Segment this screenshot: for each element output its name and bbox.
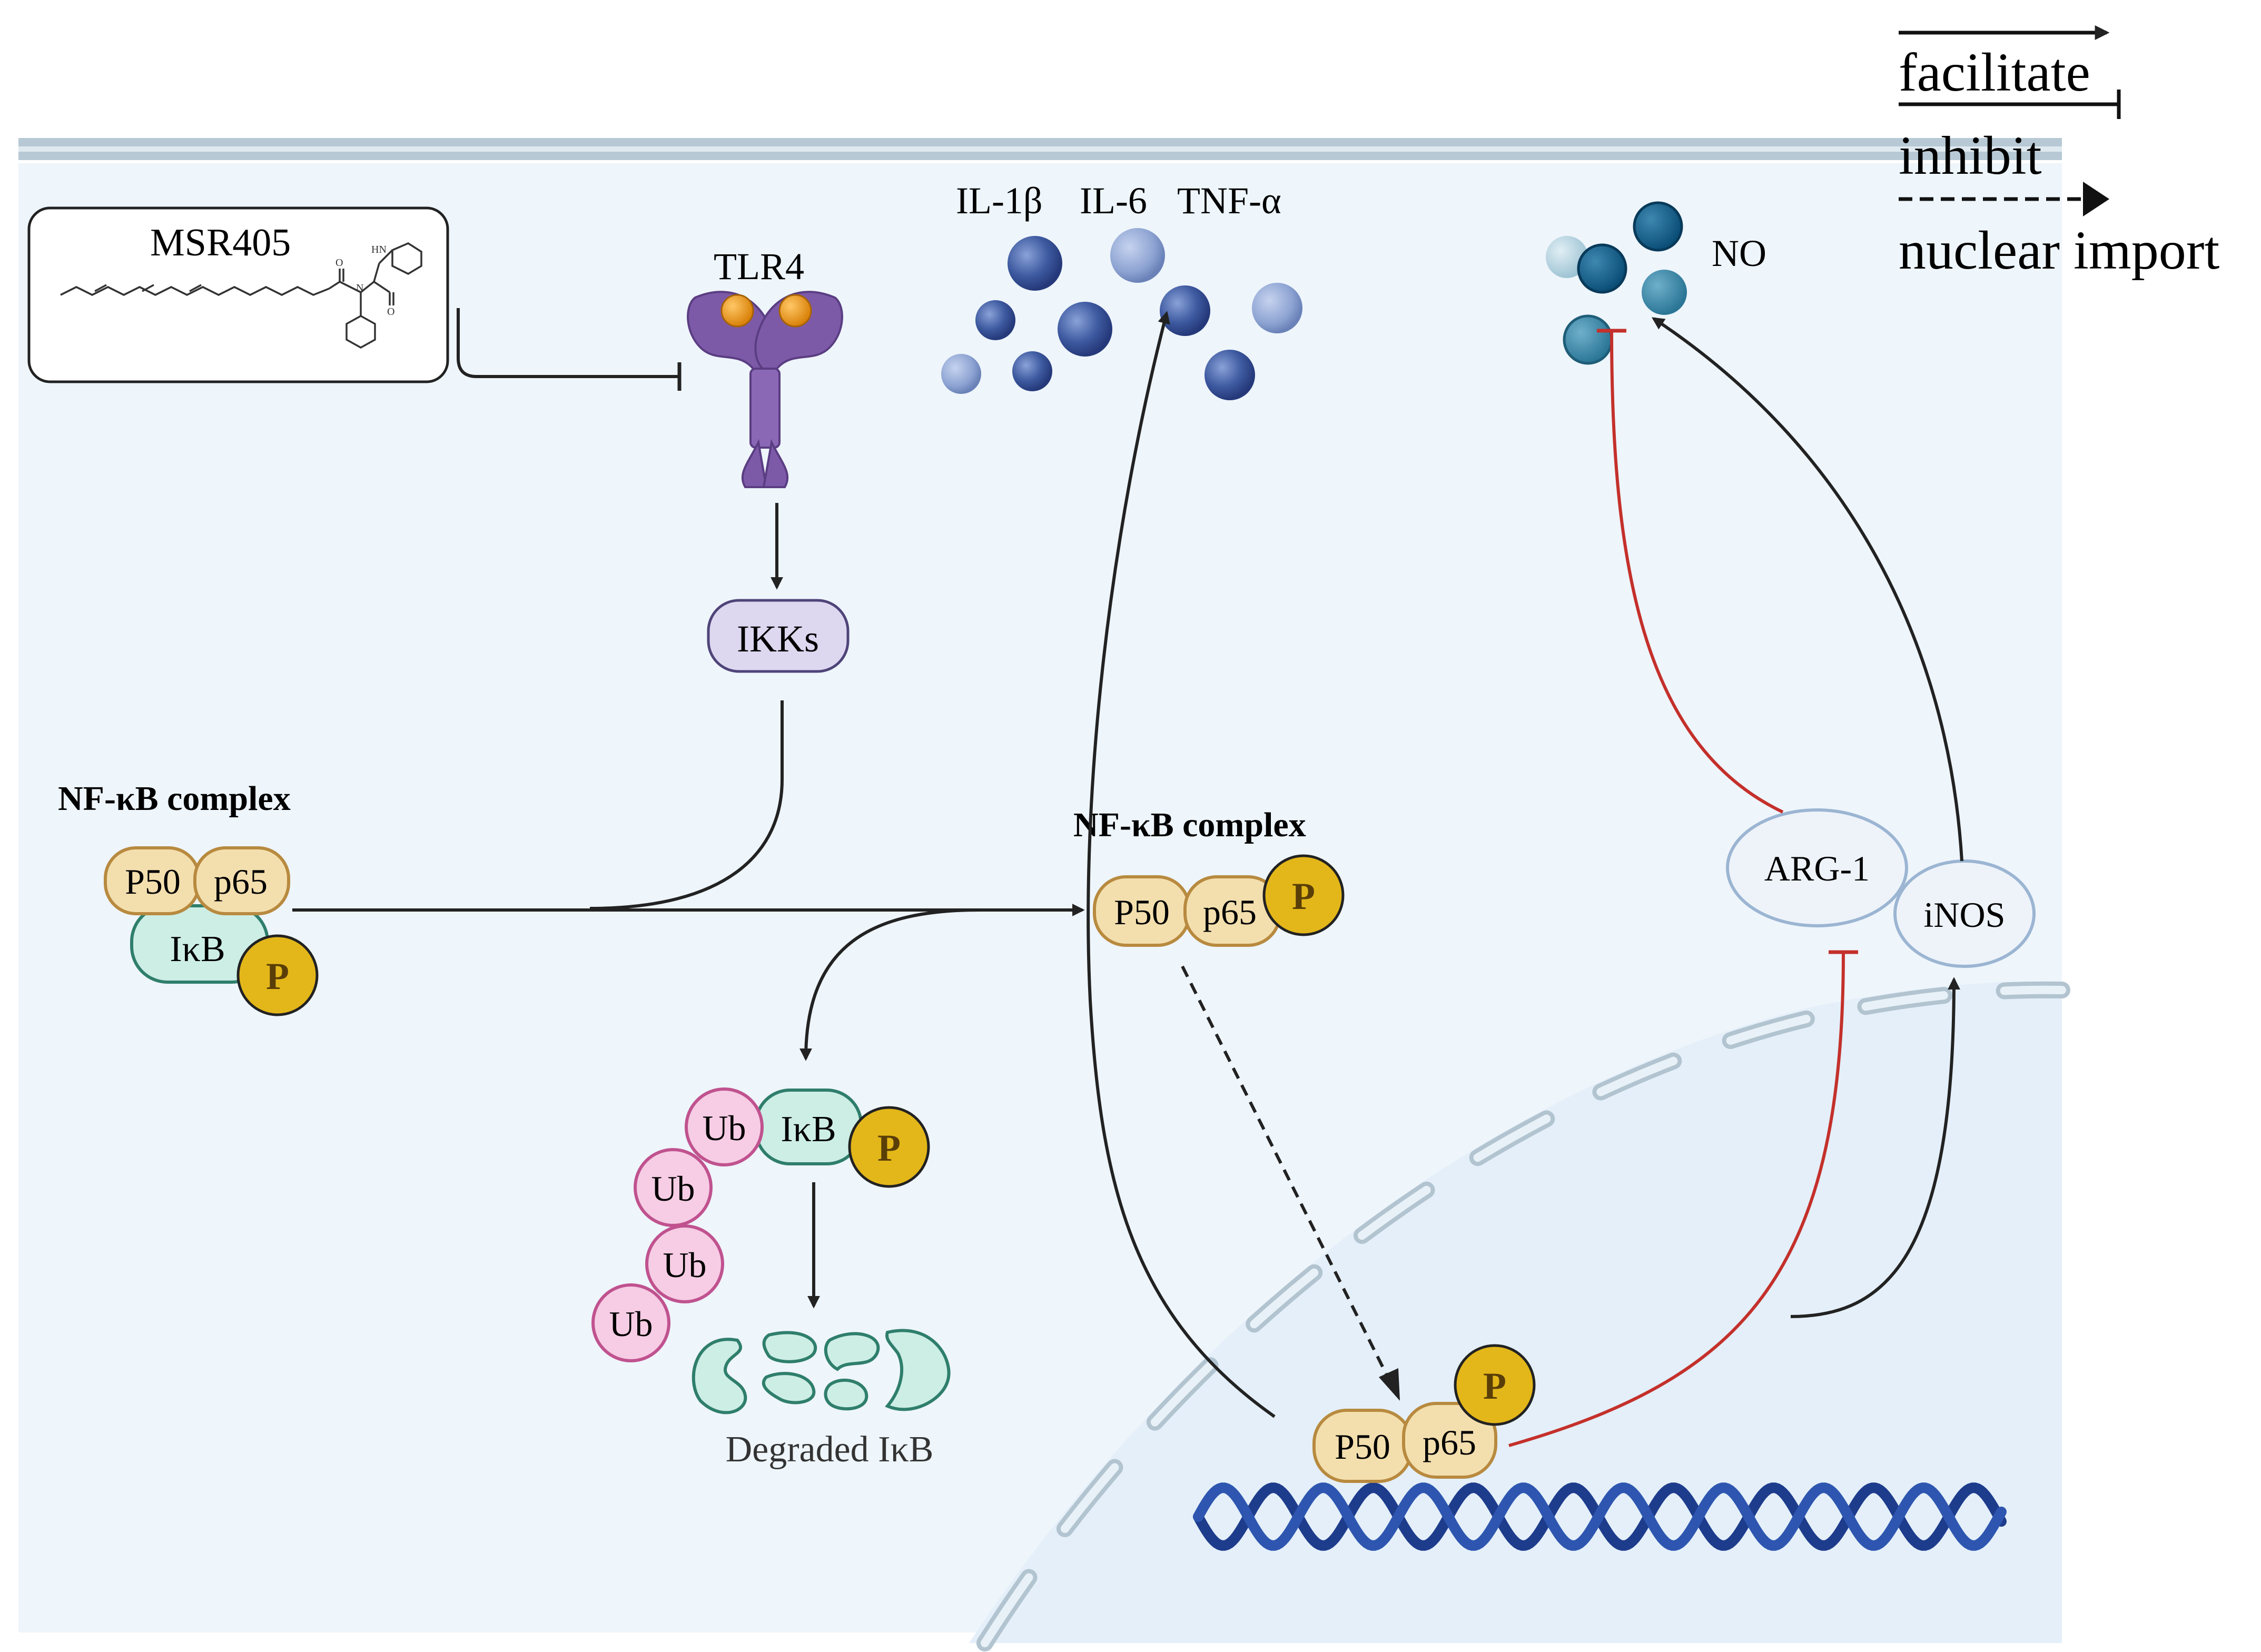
phospho-left-label: P	[266, 955, 289, 997]
p65-left	[193, 846, 290, 915]
tnfa-label: TNF-α	[1177, 180, 1281, 222]
phospho-right-label: P	[1292, 875, 1315, 917]
p65-right-label: p65	[1203, 892, 1257, 932]
p65-nuclear	[1402, 1402, 1497, 1479]
degraded-ikb-label: Degraded IκB	[726, 1429, 934, 1470]
p50-right-label: P50	[1114, 892, 1170, 932]
phospho-nuclear-label: P	[1483, 1365, 1506, 1407]
ub-3	[645, 1224, 724, 1303]
no-label: NO	[1712, 232, 1766, 274]
inos-label: iNOS	[1924, 895, 2006, 935]
arg1-inhibits-no	[1610, 331, 1784, 814]
tlr4-receptor	[687, 291, 843, 488]
phospho-right	[1262, 854, 1345, 936]
ub-2-label: Ub	[651, 1169, 695, 1209]
ikks-to-complex-curve	[589, 700, 784, 910]
ikks-node: IKKs	[707, 599, 850, 673]
nfkb-inhibits-arg1	[1508, 953, 1845, 1447]
il6-label: IL-6	[1080, 180, 1147, 222]
phospho-left	[236, 934, 319, 1016]
nfkb-to-cytokines-arrow	[1087, 311, 1276, 1418]
to-ubiquitination-curve	[799, 908, 980, 1061]
nfkb-complex-right: P50 p65 P	[1093, 854, 1345, 947]
il1b-label: IL-1β	[956, 180, 1043, 222]
phospho-ub	[848, 1106, 930, 1188]
msr405-atom-o2: O	[387, 306, 394, 318]
degraded-ikb-fragments	[692, 1329, 951, 1414]
p50-nuclear-label: P50	[1335, 1427, 1390, 1467]
msr405-inhibits-tlr4	[457, 308, 679, 378]
cytokine-particles	[941, 228, 1302, 400]
legend-nuclear-import-label: nuclear import	[1899, 220, 2219, 281]
cell-membrane	[18, 138, 2062, 160]
phospho-nuclear	[1454, 1344, 1536, 1426]
ub-3-label: Ub	[663, 1245, 706, 1285]
msr405-atom-n: N	[356, 282, 363, 294]
nfkb-complex-left: IκB P50 p65 P	[104, 846, 319, 1016]
legend: facilitate inhibit nuclear import	[1899, 25, 2219, 281]
inos-to-no-arrow	[1651, 317, 1963, 862]
arg1-label: ARG-1	[1764, 848, 1870, 888]
nfkb-to-inos-arrow	[1790, 977, 1960, 1318]
arg1-node: ARG-1	[1726, 808, 1908, 927]
cytokine-labels: IL-1β IL-6 TNF-α	[956, 180, 1281, 222]
extracellular-space	[0, 0, 2261, 163]
msr405-box: MSR405 HN O N O	[27, 206, 449, 383]
dna-helix	[1193, 1482, 2007, 1551]
nuclear-import-arrow	[1181, 965, 1392, 1383]
msr405-atom-hn: HN	[371, 244, 387, 255]
ikks-label: IKKs	[737, 618, 819, 660]
p50-left-label: P50	[125, 862, 181, 902]
msr405-label: MSR405	[150, 221, 291, 264]
no-particles	[1546, 201, 1687, 365]
msr405-atom-o1: O	[335, 257, 343, 269]
ikb-ub-label: IκB	[781, 1109, 836, 1150]
ub-4-label: Ub	[609, 1304, 653, 1344]
ub-1-label: Ub	[702, 1108, 746, 1148]
ikb-left-label: IκB	[170, 929, 225, 970]
tlr4-ligand-right	[778, 294, 812, 328]
legend-inhibit-label: inhibit	[1899, 125, 2042, 186]
p65-nuclear-label: p65	[1423, 1422, 1476, 1462]
nfkb-complex-right-title: NF-κB complex	[1073, 806, 1306, 844]
tlr4-ligand-left	[720, 294, 754, 328]
nucleus	[969, 981, 2062, 1643]
phospho-ub-label: P	[877, 1127, 901, 1169]
msr405-structure	[60, 242, 422, 349]
nfkb-complex-left-title: NF-κB complex	[58, 779, 291, 818]
tlr4-label: TLR4	[714, 245, 804, 288]
inos-node: iNOS	[1893, 859, 2036, 968]
nfkb-nuclear: P50 p65 P	[1312, 1344, 1536, 1483]
ub-2	[634, 1148, 713, 1227]
ub-1	[685, 1087, 764, 1166]
p65-left-label: p65	[214, 862, 268, 902]
legend-facilitate-label: facilitate	[1899, 42, 2090, 103]
ubiquitinated-ikb: IκB Ub Ub Ub Ub P	[591, 1087, 930, 1362]
ub-4	[591, 1283, 670, 1362]
